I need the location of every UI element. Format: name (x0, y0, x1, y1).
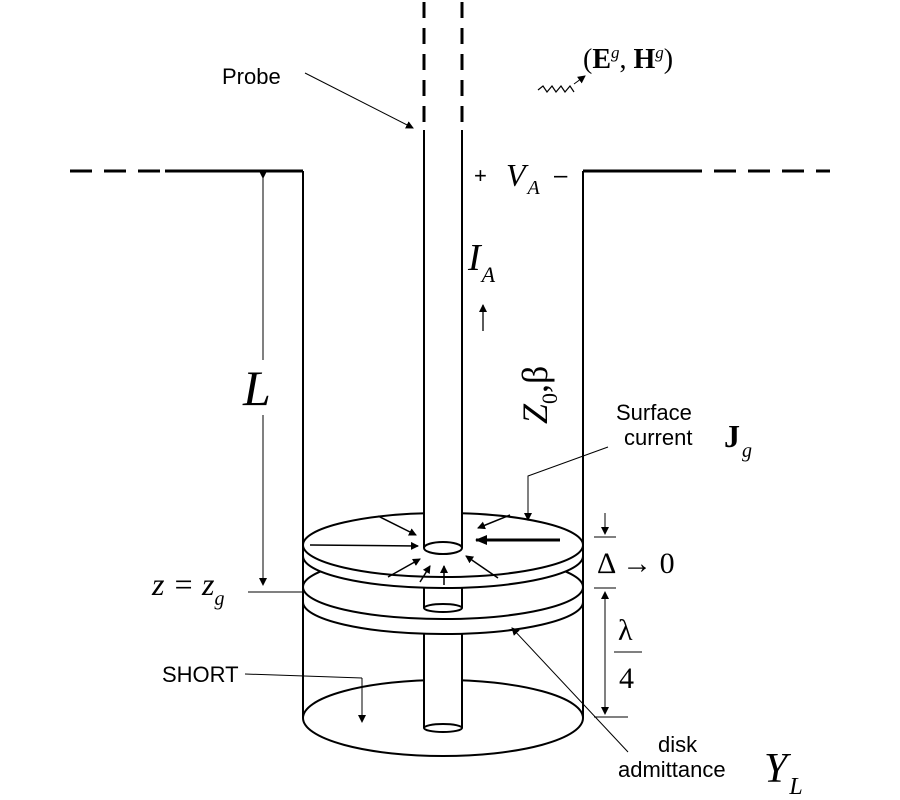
outer-conductor (302, 171, 584, 718)
current-arrow-lower-right (465, 555, 499, 579)
surface-current-line2: current (624, 425, 692, 450)
probe-leader (304, 72, 414, 129)
incident-field-label: (Eg, Hg) (583, 43, 673, 75)
voltage-plus: + (474, 163, 487, 188)
disk-admittance-symbol: YL (764, 746, 803, 800)
probe-above-aperture (422, 2, 464, 130)
disk-admittance-leader (511, 627, 629, 753)
probe-label: Probe (222, 64, 281, 89)
current-label: IA (467, 237, 496, 287)
current-arrow-lower-left (387, 558, 421, 578)
current-arrow-lower-mid-left (419, 565, 431, 583)
gap-dimension (594, 513, 642, 718)
probe-lower-tip (423, 723, 463, 733)
gap-label: Δ → 0 (597, 547, 675, 580)
short-leader (244, 673, 363, 679)
length-dimension (248, 171, 303, 593)
probe-upper-section (423, 130, 463, 555)
incident-wave-arrow (573, 75, 586, 85)
probe-lower-section (423, 628, 463, 733)
line-parameters-label: Z0,β (515, 366, 562, 424)
surface-current-line1: Surface (616, 400, 692, 425)
leader-lines (244, 72, 629, 753)
current-arrow-upper-right (477, 514, 511, 530)
quarter-wave-denominator: 4 (619, 662, 634, 695)
length-label: L (242, 360, 271, 416)
current-arrow-left (309, 541, 419, 550)
probe-lower-body (424, 628, 462, 728)
disk-admittance-line2: admittance (618, 757, 726, 782)
probe-tip (423, 541, 463, 555)
surface-current-leader (524, 446, 609, 521)
position-label: z = zg (151, 566, 225, 610)
quarter-wave-numerator: λ (618, 614, 633, 647)
surface-current-arrows (309, 514, 560, 585)
incident-wave-squiggle (537, 84, 575, 94)
disk-admittance-line1: disk (658, 732, 698, 757)
voltage-minus: – (554, 162, 568, 189)
current-arrow-upper-left (377, 515, 417, 536)
short-label: SHORT (162, 662, 239, 687)
